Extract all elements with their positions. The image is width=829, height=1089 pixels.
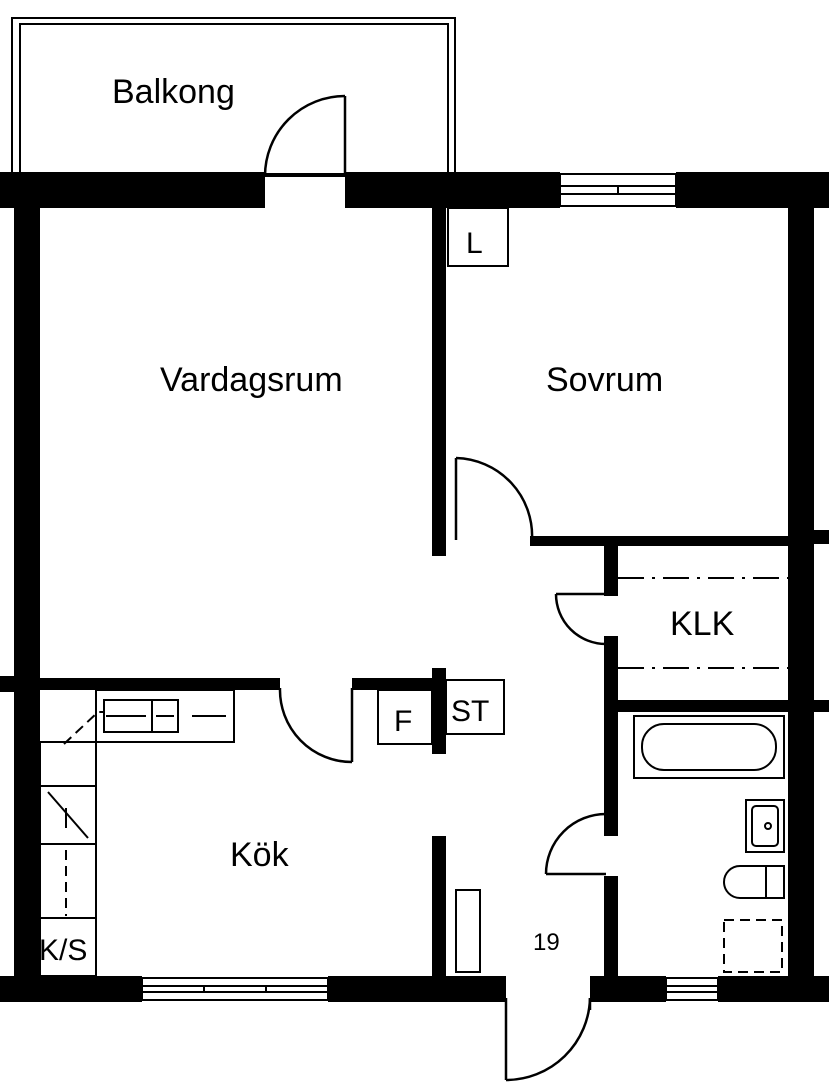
closet-label: KLK <box>670 605 735 643</box>
kitchen-door <box>278 687 354 764</box>
windows <box>141 173 719 1001</box>
bedroom-door <box>454 456 534 541</box>
living-room-label: Vardagsrum <box>160 361 343 399</box>
bathroom-window <box>665 977 719 1001</box>
washer-space <box>723 919 783 973</box>
bathtub <box>633 715 785 779</box>
doors <box>263 94 607 1082</box>
balcony-label: Balkong <box>112 73 235 111</box>
kitchen-counter-top <box>95 689 235 743</box>
freezer-box <box>377 689 433 745</box>
kitchen-window <box>141 977 329 1001</box>
kitchen-label: Kök <box>230 836 290 874</box>
fixtures <box>39 207 788 977</box>
walls <box>0 172 829 1002</box>
unit-number: 19 <box>533 929 560 956</box>
kitchen-counter-left <box>39 711 104 977</box>
hall-radiator <box>455 889 481 973</box>
toilet <box>723 865 785 899</box>
bedroom-window <box>559 173 677 207</box>
wardrobe-label: L <box>466 227 483 260</box>
fridge-freezer-label: K/S <box>39 934 87 967</box>
balcony-door <box>263 94 347 177</box>
closet-door <box>554 592 607 646</box>
entrance-door <box>504 997 592 1082</box>
bedroom-label: Sovrum <box>546 361 663 399</box>
washbasin <box>745 799 785 853</box>
storage-label: ST <box>451 695 489 728</box>
storage-box <box>445 679 505 735</box>
wardrobe-box <box>447 207 509 267</box>
freezer-label: F <box>394 705 412 738</box>
bathroom-door <box>544 812 607 876</box>
